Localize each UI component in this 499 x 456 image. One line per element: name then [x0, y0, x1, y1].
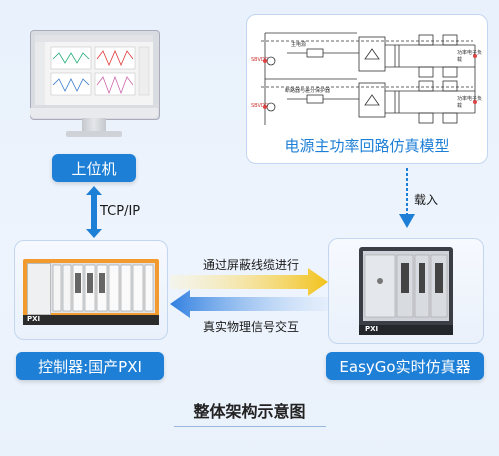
host-computer	[30, 30, 160, 140]
schematic-card: SBVDC SBVDC 主电源 断路器与差分保护器 功率电子负载 功率电子负载 …	[246, 14, 488, 164]
controller-label: 控制器:国产PXI	[16, 352, 164, 380]
controller-brand-tag: PXI	[27, 315, 41, 323]
simulator-label: EasyGo实时仿真器	[326, 352, 484, 380]
footer-divider	[174, 426, 326, 427]
load-down-arrow	[399, 168, 415, 228]
load-label: 载入	[414, 193, 439, 207]
schematic-label-right-2: 功率电子负载	[457, 96, 483, 109]
controller-card: PXI	[14, 240, 168, 340]
simulator-card: PXI	[328, 238, 484, 344]
footer-title: 整体架构示意图	[193, 402, 306, 421]
power-circuit-schematic	[261, 32, 477, 125]
arrow-to-right	[170, 268, 328, 296]
tcpip-double-arrow	[86, 186, 102, 238]
monitor-stand	[82, 118, 106, 132]
schematic-label-mid-1: 主电源	[291, 42, 307, 48]
host-computer-label: 上位机	[52, 154, 136, 182]
screen-waveforms	[50, 46, 150, 96]
simulator-chassis: PXI	[359, 247, 453, 335]
schematic-label-left-1: SBVDC	[251, 57, 269, 63]
arrow-to-left-label: 真实物理信号交互	[202, 320, 299, 334]
monitor-screen	[35, 35, 153, 105]
schematic-label-right-1: 功率电子负载	[457, 50, 483, 63]
controller-chassis: PXI	[23, 259, 159, 325]
tcpip-label: TCP/IP	[100, 204, 141, 219]
simulator-brand-tag: PXI	[365, 325, 379, 333]
schematic-label-left-2: SBVDC	[251, 103, 269, 109]
schematic-title: 电源主功率回路仿真模型	[284, 137, 450, 155]
schematic-label-mid-2: 断路器与差分保护器	[285, 88, 331, 94]
arrow-to-left	[170, 290, 328, 318]
arrow-to-right-label: 通过屏蔽线缆进行	[202, 258, 299, 272]
